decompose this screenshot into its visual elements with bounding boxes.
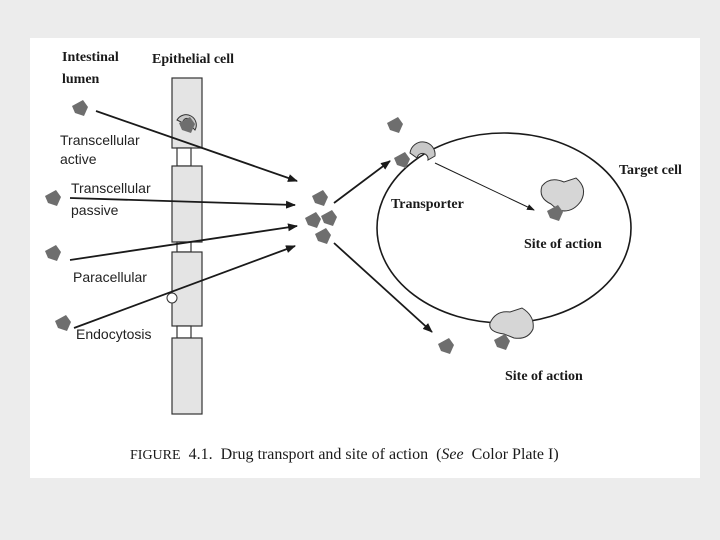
label-site-of-action-outer: Site of action — [505, 369, 583, 384]
drug-molecule-icon — [72, 100, 88, 116]
header-intestinal-lumen-line1: Intestinal — [62, 50, 119, 65]
label-target-cell: Target cell — [619, 163, 682, 178]
arrow-transcellular-passive — [69, 197, 296, 209]
arrow-to-outer-site — [333, 242, 433, 333]
caption-text: Drug transport and site of action — [221, 446, 429, 463]
header-epithelial-cell: Epithelial cell — [152, 52, 234, 67]
caption-paren-open: ( — [436, 446, 441, 463]
epithelial-cell-2 — [171, 165, 203, 243]
label-site-of-action-inner: Site of action — [524, 237, 602, 252]
arrow-to-transporter — [333, 160, 391, 204]
label-transporter: Transporter — [391, 197, 464, 212]
epithelial-cell-1 — [171, 77, 203, 149]
target-cell-membrane — [376, 132, 632, 324]
drug-molecule-icon — [312, 190, 328, 206]
caption-figure-word: FIGURE — [130, 448, 181, 463]
drug-molecule-icon — [315, 228, 331, 244]
route-transcellular-passive-line1: Transcellular — [71, 180, 151, 196]
tight-junction-1 — [176, 147, 192, 167]
route-paracellular: Paracellular — [73, 269, 147, 285]
arrow-transporter-to-inner-site — [434, 162, 535, 211]
receptor-icon — [540, 177, 585, 212]
drug-molecule-icon — [55, 315, 71, 331]
epithelial-cell-3 — [171, 251, 203, 327]
arrow-transcellular-active — [95, 110, 298, 182]
absorption-arrows — [69, 110, 298, 329]
distribution-arrows — [333, 160, 433, 333]
transporter-icon — [409, 141, 436, 161]
scanned-page: Intestinal lumen Epithelial cell Transce… — [30, 38, 700, 478]
arrow-endocytosis — [73, 245, 296, 329]
epithelial-cell-4 — [171, 337, 203, 415]
drug-molecule-icon — [438, 338, 454, 354]
drug-molecule-icon — [321, 210, 337, 226]
caption-number: 4.1. — [189, 446, 213, 463]
drug-molecule-icon — [45, 245, 61, 261]
figure-caption: FIGURE 4.1. Drug transport and site of a… — [130, 446, 559, 463]
endocytosis-vesicle-icon — [166, 292, 178, 304]
drug-transport-figure: Intestinal lumen Epithelial cell Transce… — [45, 50, 682, 463]
route-transcellular-active-line2: active — [60, 151, 97, 167]
drug-molecule-icon — [387, 117, 403, 133]
caption-plate: Color Plate I) — [472, 446, 559, 463]
arrow-paracellular — [69, 223, 298, 261]
tight-junction-3 — [176, 325, 192, 339]
drug-molecule-icon — [494, 334, 510, 350]
drug-molecule-icon — [305, 212, 321, 228]
caption-see: See — [441, 446, 463, 463]
receptor-icon — [489, 307, 534, 339]
route-transcellular-passive-line2: passive — [71, 202, 119, 218]
route-transcellular-active-line1: Transcellular — [60, 132, 140, 148]
route-endocytosis: Endocytosis — [76, 326, 151, 342]
drug-molecule-icon — [45, 190, 61, 206]
header-intestinal-lumen-line2: lumen — [62, 72, 100, 87]
